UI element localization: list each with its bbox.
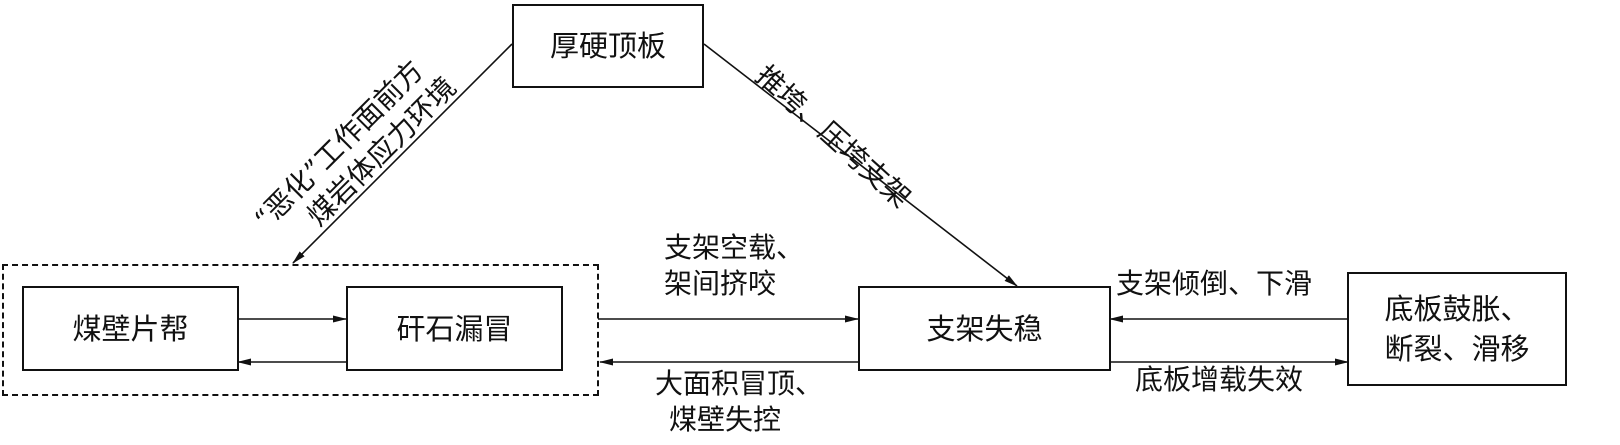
node-label-line2: 断裂、滑移 [1384, 332, 1530, 366]
edge-label-support-to-group: 大面积冒顶、 煤壁失控 [655, 366, 823, 438]
node-label: 矸石漏冒 [396, 311, 513, 346]
node-rib-spalling: 煤壁片帮 [22, 286, 239, 371]
edge-label-support-to-floor: 底板增载失效 [1135, 362, 1303, 398]
group-rib-gangue [2, 264, 599, 396]
node-label: 煤壁片帮 [72, 311, 189, 346]
arrow-roof-to-support [703, 43, 1018, 287]
edge-label-line2: 煤壁失控 [669, 403, 782, 436]
node-floor-heave: 底板鼓胀、 断裂、滑移 [1347, 272, 1567, 386]
edge-label-text: 底板增载失效 [1135, 363, 1304, 396]
node-support-instability: 支架失稳 [858, 286, 1111, 371]
node-label: 厚硬顶板 [549, 29, 666, 63]
edge-label-line2: 架间挤咬 [664, 267, 777, 300]
node-label-line1: 底板鼓胀、 [1384, 292, 1530, 326]
edge-label-line1: 大面积冒顶、 [655, 367, 824, 400]
edge-label-group-to-support: 支架空载、 架间挤咬 [664, 230, 804, 302]
arrow-roof-to-group [292, 43, 513, 264]
node-thick-hard-roof: 厚硬顶板 [512, 4, 704, 88]
node-gangue-fall: 矸石漏冒 [346, 286, 563, 371]
edge-label-floor-to-support: 支架倾倒、下滑 [1116, 266, 1312, 302]
edge-label-text: 支架倾倒、下滑 [1116, 267, 1313, 300]
node-label: 支架失稳 [926, 311, 1043, 346]
edge-label-line1: 支架空载、 [664, 231, 805, 264]
